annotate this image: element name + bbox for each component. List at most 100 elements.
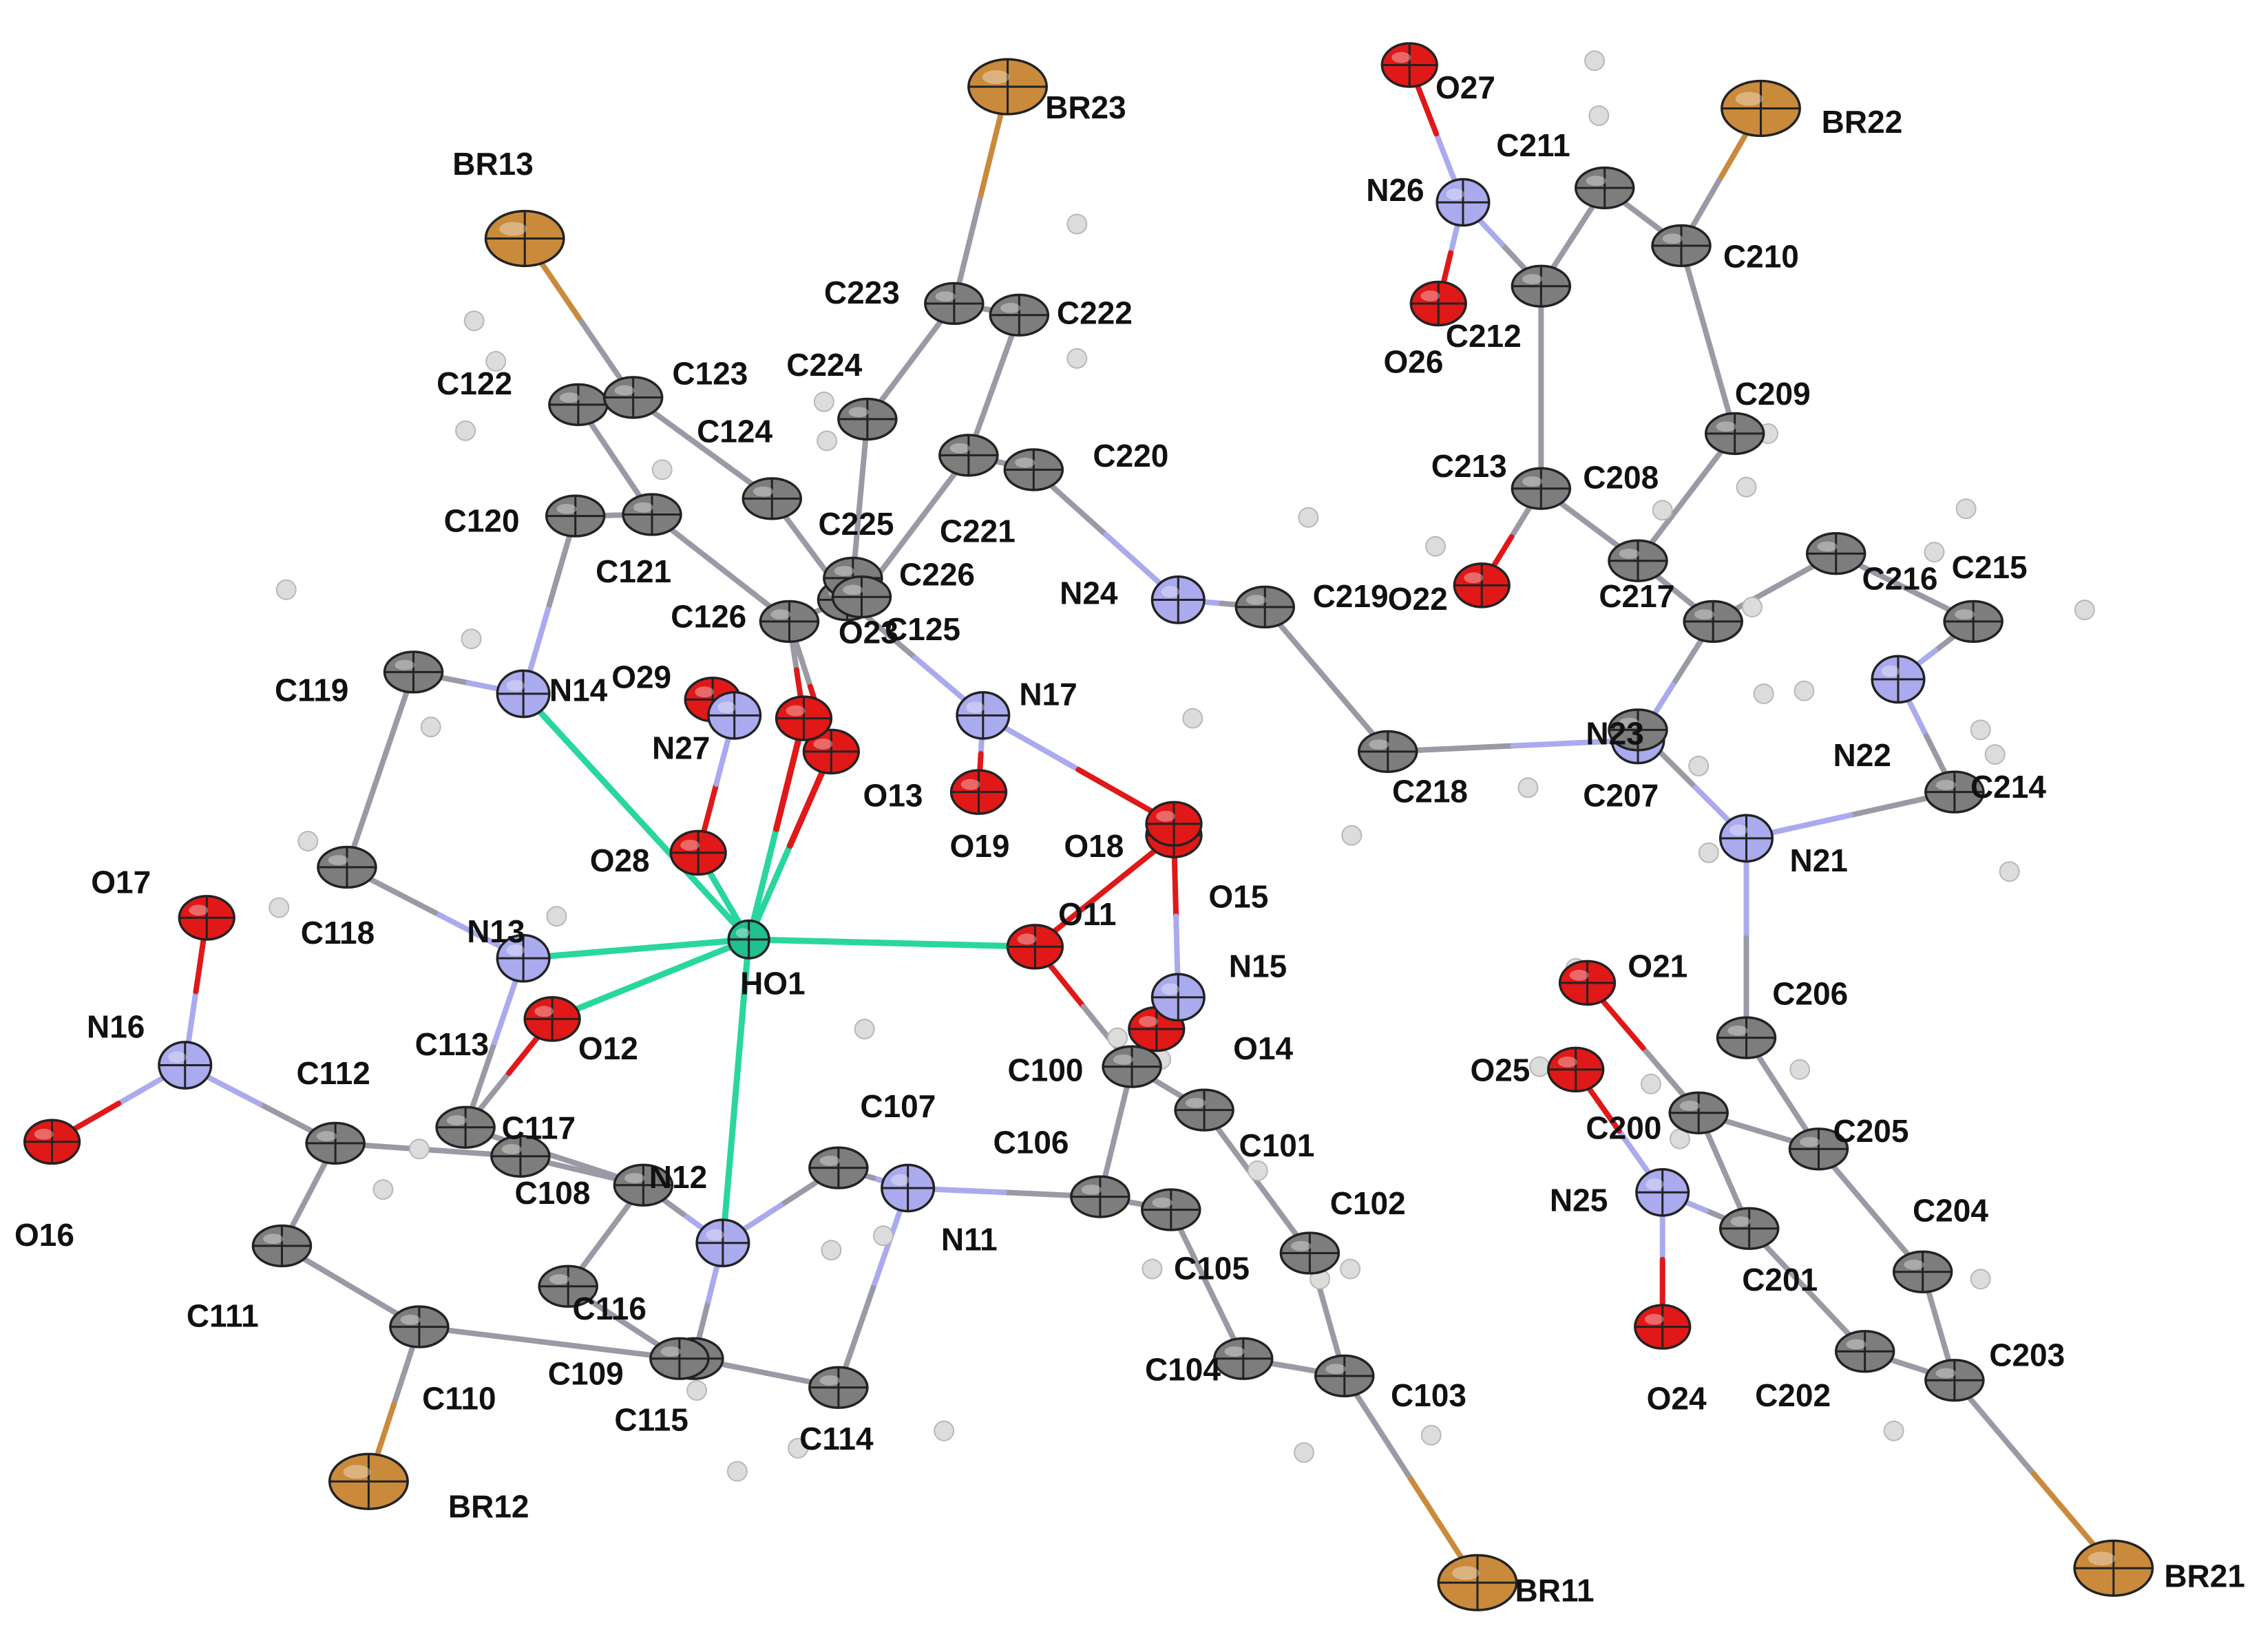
atom-ho1: [727, 919, 770, 960]
atom-c100: [1102, 1045, 1162, 1088]
atom-label-c221: C221: [940, 513, 1016, 549]
atom-n14: [496, 669, 551, 719]
atom-br23: [967, 58, 1048, 116]
atom-c103: [1314, 1354, 1375, 1398]
hydrogen-atom: [463, 310, 485, 332]
atom-label-o15: O15: [1208, 879, 1268, 915]
atom-c120: [545, 494, 606, 538]
atom-label-c213: C213: [1431, 448, 1507, 484]
atom-label-c121: C121: [596, 553, 671, 589]
bond-HO1-N12: [733, 936, 753, 1094]
hydrogen-atom: [854, 1019, 875, 1040]
atom-label-o22: O22: [1388, 581, 1448, 617]
hydrogen-atom: [1970, 1269, 1991, 1290]
bond-HO1-N14: [633, 813, 753, 943]
bond-HO1-N12: [719, 1088, 739, 1247]
atom-o11: [1006, 924, 1064, 970]
atom-label-c120: C120: [444, 503, 520, 539]
atom-n22: [1871, 655, 1926, 704]
hydrogen-atom: [934, 1420, 955, 1441]
hydrogen-atom: [1652, 500, 1673, 521]
atom-label-c117: C117: [502, 1110, 576, 1146]
hydrogen-atom: [1736, 476, 1757, 498]
atom-c108: [613, 1163, 674, 1207]
atom-label-c223: C223: [824, 275, 900, 310]
atom-label-c102: C102: [1330, 1185, 1406, 1221]
hydrogen-atom: [1341, 825, 1363, 846]
atom-label-br12: BR12: [448, 1489, 529, 1525]
atom-o23: [775, 695, 833, 741]
atom-layer: [23, 42, 2154, 1611]
atom-c201: [1718, 1207, 1780, 1250]
atom-c213: [1511, 467, 1572, 510]
atom-c105: [1141, 1188, 1201, 1231]
hydrogen-atom: [1529, 1056, 1550, 1077]
hydrogen-atom: [408, 1139, 430, 1160]
hydrogen-atom: [485, 350, 507, 372]
atom-label-c226: C226: [899, 556, 975, 592]
atom-label-c212: C212: [1446, 318, 1522, 354]
atom-label-c112: C112: [296, 1055, 370, 1091]
atom-label-c109: C109: [548, 1356, 624, 1392]
hydrogen-atom: [686, 1379, 708, 1401]
atom-o26: [1409, 280, 1467, 327]
hydrogen-atom: [275, 579, 297, 600]
atom-label-c100: C100: [1008, 1052, 1084, 1088]
atom-label-n26: N26: [1366, 172, 1424, 208]
atom-label-n11: N11: [941, 1221, 998, 1257]
atom-c205: [1788, 1127, 1849, 1171]
atom-label-o19: O19: [950, 828, 1010, 864]
atom-c222: [989, 293, 1050, 337]
atom-label-c218: C218: [1392, 773, 1468, 809]
atom-label-c103: C103: [1391, 1377, 1466, 1413]
atom-label-o16: O16: [14, 1217, 74, 1253]
atom-label-c118: C118: [301, 915, 375, 951]
hydrogen-atom: [1794, 680, 1815, 701]
atom-o22: [1453, 562, 1511, 608]
label-layer: HO1O11O12O13O14O15O16O17O18O19O21O22O23O…: [14, 70, 2245, 1609]
atom-label-c200: C200: [1586, 1110, 1661, 1146]
atom-c208: [1608, 539, 1668, 582]
atom-o12: [523, 996, 581, 1042]
atom-c210: [1651, 224, 1712, 268]
atom-c218: [1358, 730, 1418, 774]
atom-label-n27: N27: [652, 730, 710, 765]
atom-label-n25: N25: [1550, 1183, 1608, 1218]
atom-label-o12: O12: [578, 1030, 638, 1066]
atom-br22: [1721, 79, 1801, 138]
atom-n15: [1150, 973, 1206, 1022]
atom-o18: [1145, 801, 1203, 847]
atom-label-o11: O11: [1058, 896, 1116, 932]
atom-c106: [1070, 1175, 1130, 1218]
atom-o16: [23, 1119, 81, 1165]
atom-label-n23: N23: [1586, 715, 1643, 751]
atom-n27: [707, 691, 762, 740]
atom-c226: [831, 575, 892, 619]
atom-label-c205: C205: [1833, 1113, 1908, 1149]
hydrogen-atom: [813, 391, 834, 412]
hydrogen-atom: [872, 1225, 894, 1247]
hydrogen-atom: [1588, 105, 1610, 126]
atom-c102: [1279, 1231, 1340, 1275]
hydrogen-atom: [1425, 536, 1447, 557]
atom-label-n15: N15: [1229, 948, 1287, 984]
atom-label-c122: C122: [437, 366, 512, 401]
atom-label-c202: C202: [1755, 1377, 1831, 1413]
hydrogen-atom: [1984, 744, 2006, 765]
atom-label-c216: C216: [1862, 561, 1937, 597]
atom-c217: [1683, 600, 1743, 644]
atom-c113: [435, 1105, 496, 1149]
atom-label-br11: BR11: [1515, 1573, 1595, 1609]
atom-o25: [1547, 1046, 1605, 1093]
atom-o19: [949, 769, 1008, 815]
hydrogen-atom: [1293, 1442, 1314, 1463]
atom-label-br23: BR23: [1045, 89, 1126, 125]
atom-br11: [1437, 1554, 1518, 1611]
atom-label-o26: O26: [1383, 344, 1443, 380]
atom-label-c115: C115: [614, 1402, 688, 1438]
atom-c124: [742, 477, 803, 520]
atom-label-o13: O13: [863, 778, 923, 814]
atom-label-o17: O17: [91, 865, 151, 900]
hydrogen-atom: [1420, 1425, 1442, 1446]
atom-c122: [548, 383, 609, 427]
